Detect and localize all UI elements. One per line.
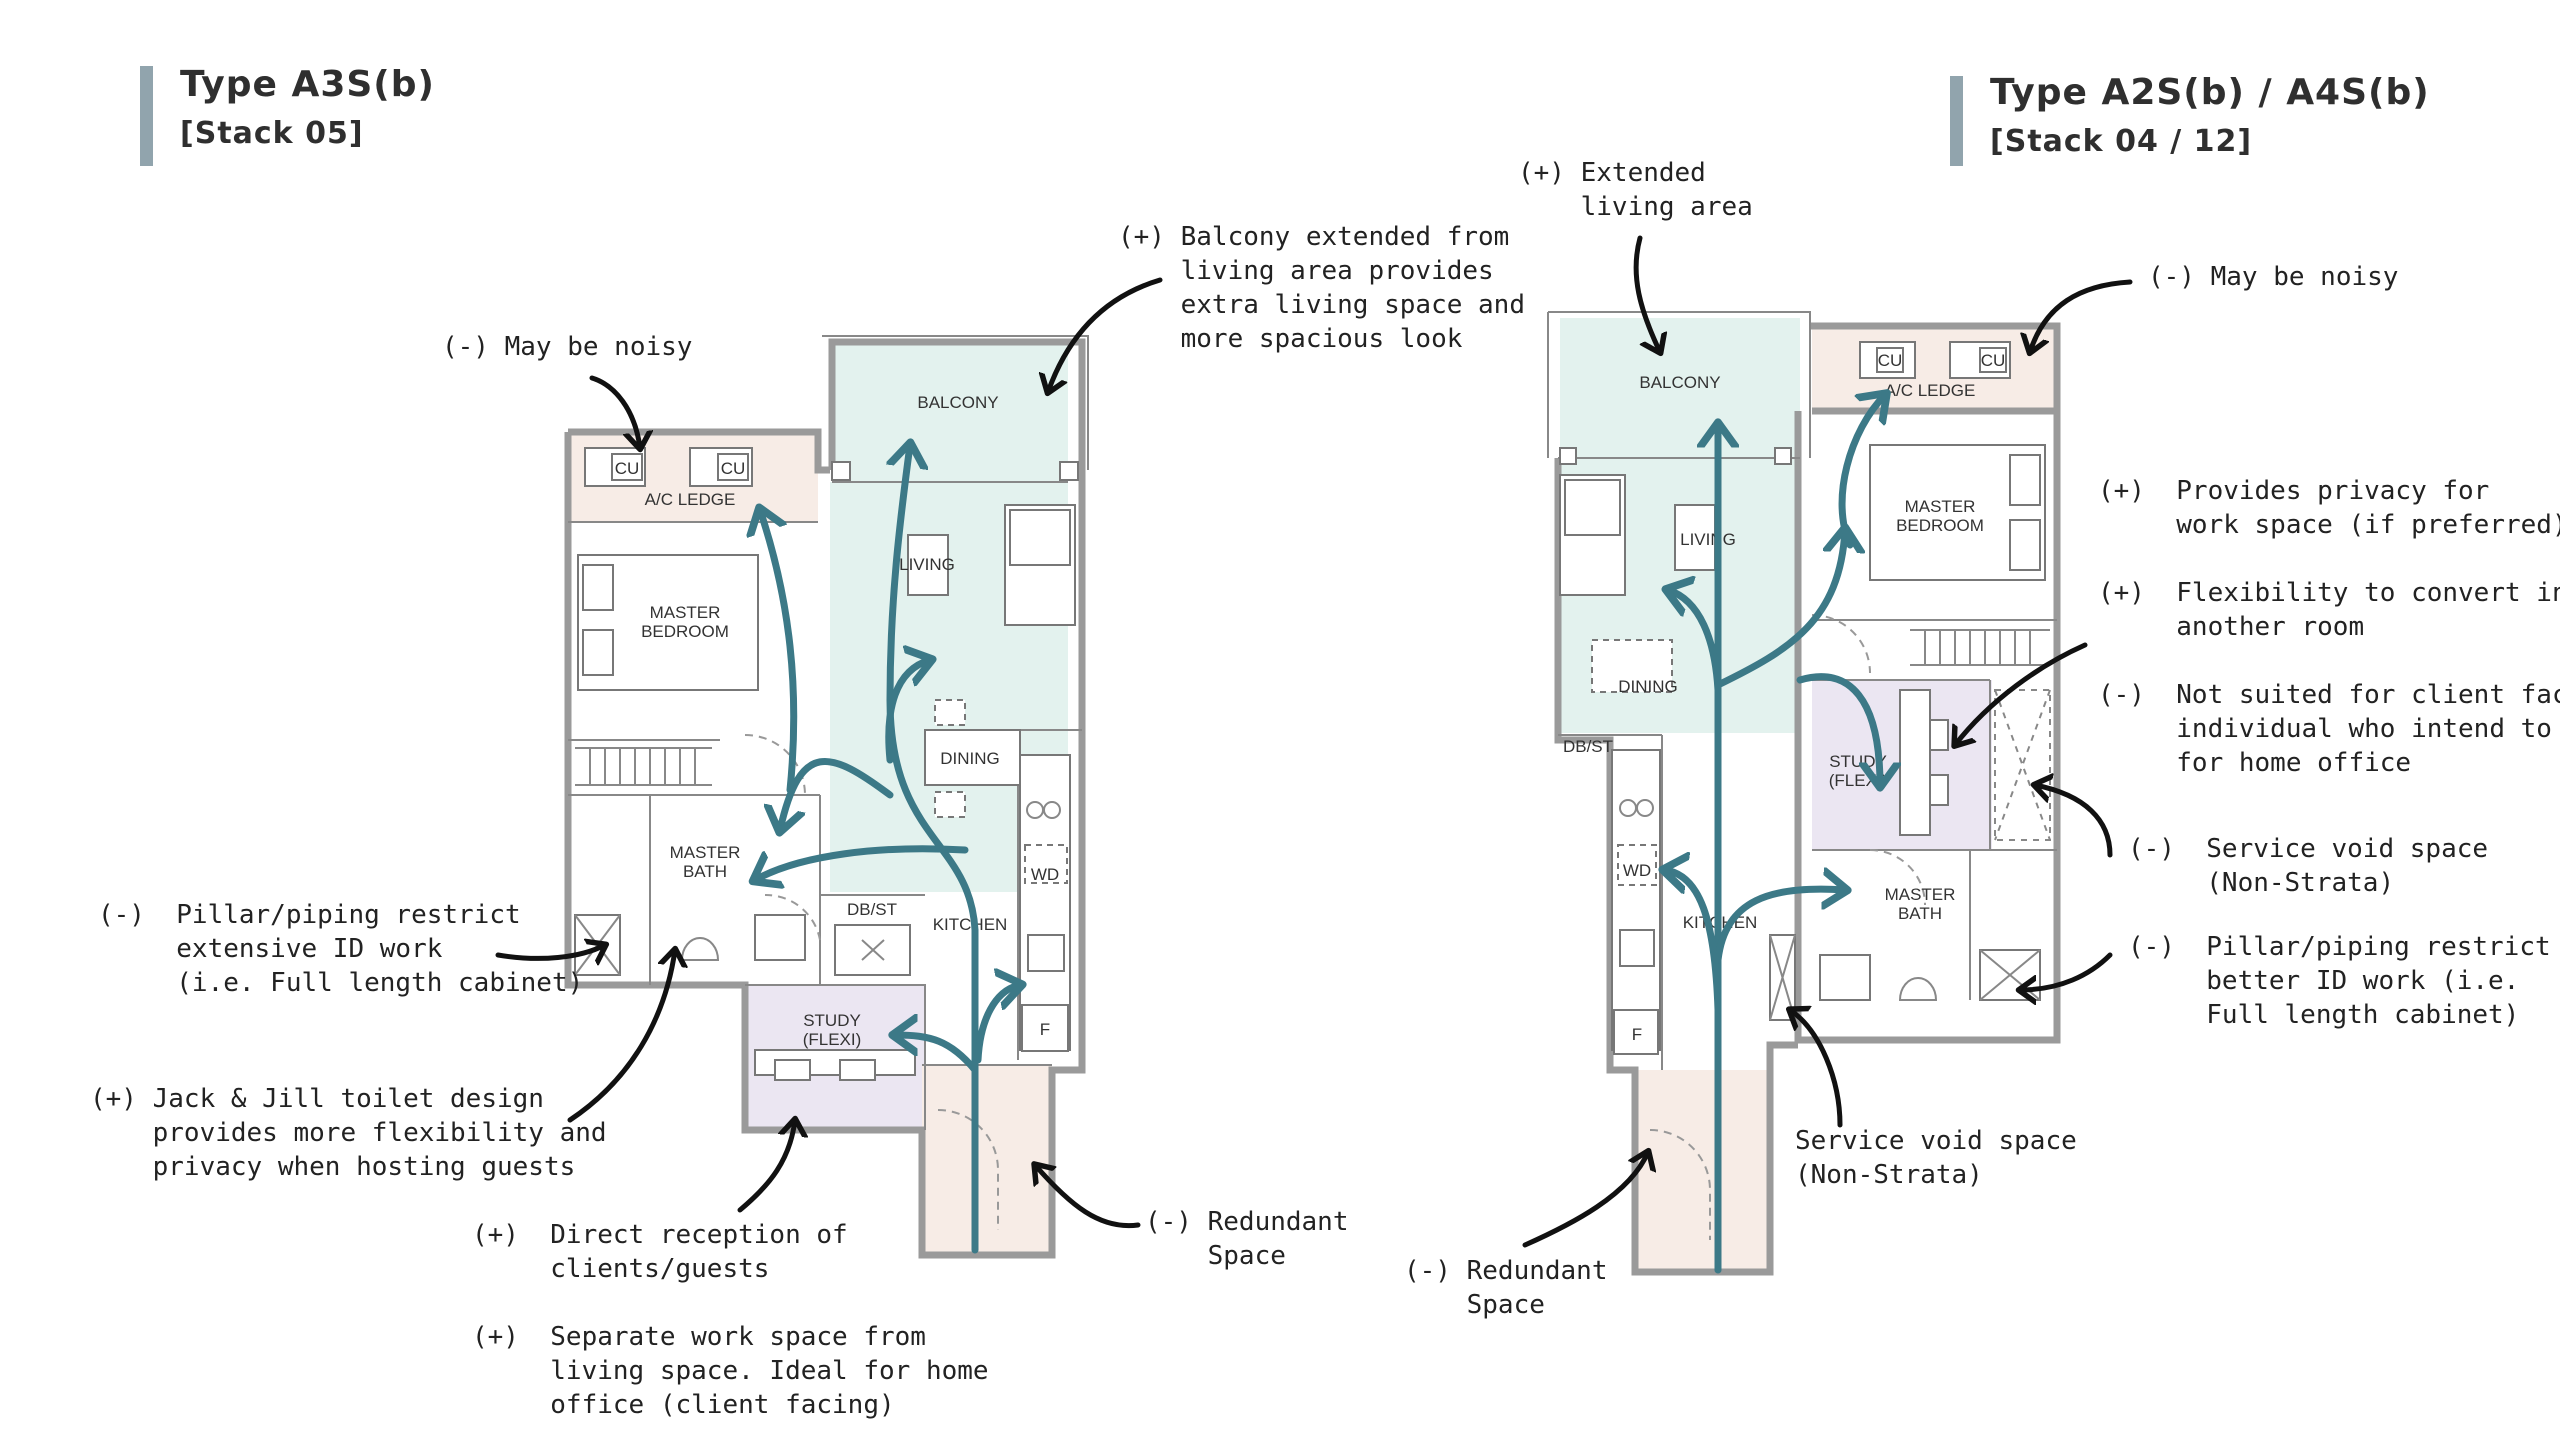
room-label-master-bedroom-1: MASTER bbox=[650, 603, 721, 622]
title-accent-bar-right bbox=[1950, 76, 1963, 166]
flow-arrow-to-dining bbox=[885, 660, 930, 764]
flow-arrow-to-kitchen-right bbox=[1665, 870, 1722, 1014]
room-label-master-bath-1: MASTER bbox=[670, 843, 741, 862]
note-direct-reception: (+) Direct reception of clients/guests bbox=[472, 1220, 848, 1284]
room-label-cu-2: CU bbox=[721, 459, 746, 478]
room-label-master-bath-2: BATH bbox=[683, 862, 727, 881]
room-label-fridge: F bbox=[1040, 1020, 1050, 1039]
plan-title-right: Type A2S(b) / A4S(b) bbox=[1990, 72, 2430, 113]
room-label-wd: WD bbox=[1031, 865, 1059, 884]
balcony-zone-right bbox=[1560, 318, 1800, 458]
room-label-fridge-right: F bbox=[1632, 1025, 1642, 1044]
entrance-zone bbox=[922, 1065, 1052, 1255]
room-label-study-2: (FLEXI) bbox=[803, 1030, 862, 1049]
flow-arrow-to-bath-right bbox=[1714, 889, 1845, 964]
flow-arrow-to-living-right bbox=[1668, 590, 1722, 694]
note-service-void-bottom: Service void space (Non-Strata) bbox=[1795, 1126, 2077, 1190]
title-accent-bar-left bbox=[140, 66, 153, 166]
room-label-dbst: DB/ST bbox=[847, 900, 897, 919]
note-pillar-piping-left: (-) Pillar/piping restrict extensive ID … bbox=[98, 900, 584, 998]
flow-arrow-to-bedroom bbox=[780, 757, 894, 830]
note-service-void-right: (-) Service void space (Non-Strata) bbox=[2128, 834, 2489, 898]
flow-arrow-to-study bbox=[895, 1035, 979, 1074]
balcony-zone bbox=[832, 342, 1068, 482]
note-not-suited-client: (-) Not suited for client facing individ… bbox=[2098, 680, 2560, 778]
room-label-wd-right: WD bbox=[1623, 861, 1651, 880]
room-label-dining-right: DINING bbox=[1618, 677, 1678, 696]
room-label-cu-1-right: CU bbox=[1878, 351, 1903, 370]
ac-ledge-zone-right bbox=[1812, 326, 2057, 411]
room-label-kitchen: KITCHEN bbox=[933, 915, 1008, 934]
room-label-ac-ledge-right: A/C LEDGE bbox=[1885, 381, 1976, 400]
note-jack-jill-toilet: (+) Jack & Jill toilet design provides m… bbox=[90, 1084, 607, 1182]
room-label-living: LIVING bbox=[899, 555, 955, 574]
plan-stack-left: [Stack 05] bbox=[180, 116, 364, 151]
flow-arrow-to-study-right bbox=[1796, 673, 1880, 785]
note-balcony-extended: (+) Balcony extended from living area pr… bbox=[1118, 222, 1525, 354]
room-label-master-bedroom-2-right: BEDROOM bbox=[1896, 516, 1984, 535]
room-label-study-1: STUDY bbox=[803, 1011, 861, 1030]
room-label-balcony-right: BALCONY bbox=[1639, 373, 1720, 392]
room-label-dining: DINING bbox=[940, 749, 1000, 768]
note-pillar-piping-right: (-) Pillar/piping restrict better ID wor… bbox=[2128, 932, 2551, 1030]
flow-arrow-to-bedroom-right bbox=[1714, 530, 1845, 689]
note-extended-living-area: (+) Extended living area bbox=[1518, 158, 1753, 222]
flow-arrow-to-bath bbox=[755, 845, 969, 880]
note-may-be-noisy-right: (-) May be noisy bbox=[2148, 262, 2399, 292]
plan-title-left: Type A3S(b) bbox=[180, 64, 435, 105]
note-redundant-space-right: (-) Redundant Space bbox=[1404, 1256, 1608, 1320]
room-label-cu-2-right: CU bbox=[1981, 351, 2006, 370]
note-may-be-noisy-left: (-) May be noisy bbox=[442, 332, 693, 362]
note-redundant-space-left: (-) Redundant Space bbox=[1145, 1207, 1349, 1271]
room-label-dbst-right: DB/ST bbox=[1563, 737, 1613, 756]
note-flexibility-convert: (+) Flexibility to convert into another … bbox=[2098, 578, 2560, 642]
note-provides-privacy: (+) Provides privacy for work space (if … bbox=[2098, 476, 2560, 540]
room-label-ac-ledge: A/C LEDGE bbox=[645, 490, 736, 509]
flow-arrow-to-ac-ledge-right bbox=[1838, 395, 1885, 549]
room-label-master-bedroom-1-right: MASTER bbox=[1905, 497, 1976, 516]
note-separate-work-space: (+) Separate work space from living spac… bbox=[472, 1322, 989, 1420]
flow-arrow-to-kitchen bbox=[974, 985, 1020, 1064]
room-label-master-bedroom-2: BEDROOM bbox=[641, 622, 729, 641]
room-label-living-right: LIVING bbox=[1680, 530, 1736, 549]
room-label-balcony: BALCONY bbox=[917, 393, 998, 412]
plan-a3sb: BALCONY A/C LEDGE CU CU LIVING MASTER BE… bbox=[495, 277, 1163, 1259]
room-label-cu-1: CU bbox=[615, 459, 640, 478]
entrance-zone-right bbox=[1635, 1070, 1770, 1270]
flow-arrow-to-ac-ledge bbox=[760, 510, 798, 794]
room-label-master-bath-1-right: MASTER bbox=[1885, 885, 1956, 904]
plan-stack-right: [Stack 04 / 12] bbox=[1990, 124, 2253, 159]
plan-a2sb-a4sb: BALCONY A/C LEDGE CU CU LIVING MASTER BE… bbox=[1522, 235, 2133, 1276]
room-label-master-bath-2-right: BATH bbox=[1898, 904, 1942, 923]
